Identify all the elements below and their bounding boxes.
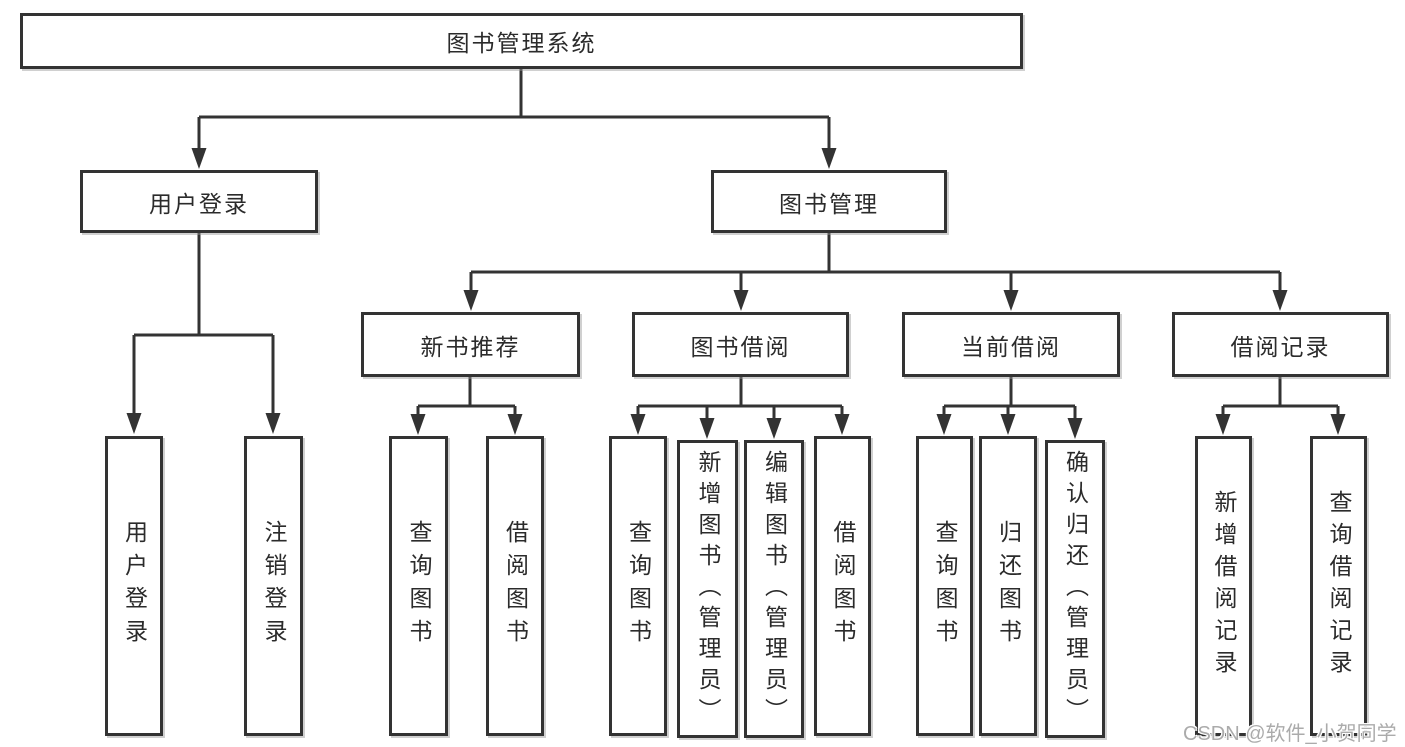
node-label: 注销登录 (261, 520, 287, 652)
node-nb-query-books: 查询图书 (389, 436, 448, 736)
node-bb-query-books: 查询图书 (609, 436, 667, 736)
node-label: 查询借阅记录 (1326, 490, 1352, 682)
node-label: 查询图书 (932, 520, 958, 652)
node-label: 用户登录 (121, 520, 148, 652)
node-user-login: 用户登录 (80, 170, 318, 233)
node-logout-leaf: 注销登录 (244, 436, 303, 736)
node-bb-edit-books-admin: 编辑图书（管理员） (744, 440, 804, 738)
node-label: 归还图书 (995, 520, 1022, 652)
node-label: 借阅记录 (1230, 333, 1331, 360)
node-label: 查询图书 (406, 520, 432, 652)
node-label: 借阅图书 (830, 520, 856, 652)
node-user-login-leaf: 用户登录 (105, 436, 163, 736)
node-borrow-records: 借阅记录 (1172, 312, 1389, 377)
node-label: 编辑图书（管理员） (761, 449, 788, 729)
node-label: 新书推荐 (420, 333, 521, 360)
node-nb-borrow-books: 借阅图书 (486, 436, 544, 736)
node-br-add-record: 新增借阅记录 (1195, 436, 1252, 736)
node-label: 确认归还（管理员） (1062, 449, 1089, 729)
node-book-management: 图书管理 (711, 170, 947, 233)
node-label: 借阅图书 (502, 520, 529, 652)
node-br-query-record: 查询借阅记录 (1310, 436, 1367, 736)
node-label: 新增借阅记录 (1211, 490, 1237, 682)
node-cb-confirm-return-admin: 确认归还（管理员） (1045, 440, 1105, 738)
node-label: 图书管理 (779, 190, 879, 217)
csdn-watermark: CSDN @软件_小贺同学 (1183, 723, 1397, 745)
node-label: 图书管理系统 (446, 30, 597, 56)
node-cb-query-books: 查询图书 (916, 436, 973, 736)
node-label: 查询图书 (625, 520, 652, 652)
node-label: 新增图书（管理员） (695, 449, 721, 729)
node-bb-add-books-admin: 新增图书（管理员） (677, 440, 738, 738)
node-current-borrow: 当前借阅 (902, 312, 1120, 377)
node-label: 当前借阅 (961, 333, 1061, 360)
node-cb-return-books: 归还图书 (979, 436, 1037, 736)
node-root-system: 图书管理系统 (20, 13, 1023, 69)
node-new-book-recommend: 新书推荐 (361, 312, 580, 377)
node-book-borrow: 图书借阅 (632, 312, 849, 377)
node-bb-borrow-books: 借阅图书 (814, 436, 871, 736)
node-label: 用户登录 (149, 190, 249, 217)
node-label: 图书借阅 (690, 333, 791, 360)
